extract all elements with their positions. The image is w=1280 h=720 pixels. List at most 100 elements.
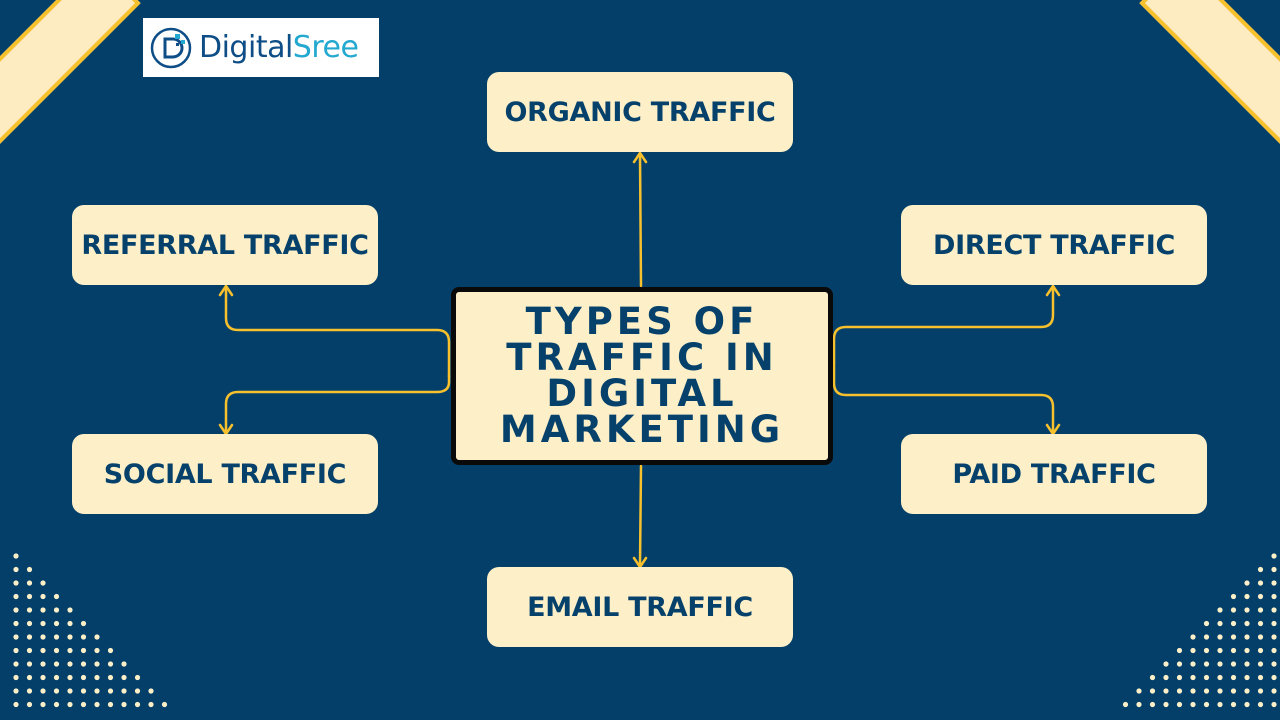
decorative-dot	[80, 620, 87, 627]
decorative-dot	[1217, 701, 1223, 708]
decorative-dot	[1230, 661, 1237, 667]
decorative-dot	[107, 701, 114, 708]
decorative-dot	[1271, 580, 1277, 586]
decorative-dot	[26, 620, 33, 627]
decorative-dot	[1244, 688, 1250, 694]
decorative-dot	[1230, 634, 1237, 640]
decorative-dot	[53, 593, 60, 600]
connector-referral	[224, 286, 451, 378]
decorative-dot	[1271, 688, 1277, 694]
decorative-dot	[53, 620, 60, 627]
decorative-dot	[1244, 647, 1250, 654]
decorative-dot	[26, 634, 33, 640]
decorative-dot	[107, 674, 114, 681]
decorative-dot	[53, 647, 60, 654]
decorative-dot	[80, 661, 87, 667]
decorative-dot	[1203, 647, 1210, 654]
decorative-dot	[1149, 701, 1156, 708]
decorative-dot	[67, 688, 73, 694]
node-paid-traffic: PAID TRAFFIC	[901, 434, 1207, 514]
decorative-dot	[13, 580, 19, 586]
decorative-dot	[1257, 580, 1264, 586]
decorative-dot	[1163, 688, 1169, 694]
decorative-dot	[26, 647, 33, 654]
decorative-dot	[1257, 647, 1264, 654]
decorative-dot	[1271, 647, 1277, 654]
decorative-dot	[94, 647, 100, 654]
decorative-dot	[134, 674, 141, 681]
decorative-dot	[1217, 647, 1223, 654]
decorative-dot	[148, 688, 154, 694]
decorative-dot	[1217, 674, 1223, 681]
decorative-dot	[13, 634, 19, 640]
decorative-dot	[53, 634, 60, 640]
decorative-dot	[1149, 688, 1156, 694]
node-organic-traffic: ORGANIC TRAFFIC	[487, 72, 793, 152]
decorative-dot	[40, 634, 46, 640]
decorative-dot	[1271, 553, 1277, 559]
decorative-dot	[13, 566, 19, 573]
decorative-dot	[1257, 688, 1264, 694]
decorative-dot	[13, 607, 19, 613]
decorative-dot	[53, 674, 60, 681]
decorative-dot	[40, 674, 46, 681]
decorative-dot	[1190, 701, 1196, 708]
decorative-dot	[1176, 661, 1183, 667]
decorative-dot	[13, 593, 19, 600]
decorative-dot	[134, 701, 141, 708]
connector-organic	[638, 153, 643, 288]
decorative-dot	[1271, 674, 1277, 681]
decorative-dot	[1163, 674, 1169, 681]
decorative-dot	[94, 634, 100, 640]
decorative-dot	[107, 661, 114, 667]
decorative-dot	[1230, 674, 1237, 681]
decorative-dot	[80, 674, 87, 681]
decorative-dot	[1176, 674, 1183, 681]
decorative-dot	[1244, 580, 1250, 586]
decorative-dot	[1271, 620, 1277, 627]
decorative-dot	[1203, 661, 1210, 667]
logo-text-accent: Sree	[292, 30, 359, 65]
decorative-dot	[13, 620, 19, 627]
node-referral-traffic: REFERRAL TRAFFIC	[72, 205, 378, 285]
decorative-dot	[53, 701, 60, 708]
logo-text-primary: Digital	[199, 30, 293, 65]
decorative-dot	[1271, 607, 1277, 613]
connector-direct	[816, 286, 1055, 364]
decorative-dot	[26, 593, 33, 600]
decorative-dot	[26, 566, 33, 573]
connector-social	[224, 374, 451, 434]
decorative-dot	[107, 688, 114, 694]
decorative-dot	[1271, 593, 1277, 600]
brand-logo: DigitalSree	[143, 18, 379, 77]
decorative-dot	[1230, 647, 1237, 654]
decorative-dot	[1163, 701, 1169, 708]
decorative-dot	[1257, 661, 1264, 667]
decorative-dot	[121, 688, 127, 694]
decorative-dot	[80, 647, 87, 654]
decorative-dot	[1190, 634, 1196, 640]
decorative-dot	[1244, 674, 1250, 681]
decorative-dot-pattern-left	[13, 553, 168, 708]
decorative-dot	[13, 553, 19, 559]
decorative-dot	[53, 688, 60, 694]
decorative-dot	[1217, 661, 1223, 667]
decorative-dot	[1163, 661, 1169, 667]
decorative-dot	[1217, 620, 1223, 627]
logo-mark-icon	[150, 27, 192, 68]
decorative-dot	[121, 674, 127, 681]
decorative-dot	[1244, 593, 1250, 600]
decorative-dot	[1203, 701, 1210, 708]
decorative-dot	[1217, 634, 1223, 640]
decorative-dot	[1136, 688, 1142, 694]
decorative-dot	[67, 647, 73, 654]
decorative-dot	[1203, 620, 1210, 627]
decorative-dot	[26, 674, 33, 681]
decorative-dot	[1271, 701, 1277, 708]
decorative-dot	[40, 620, 46, 627]
decorative-dot	[121, 661, 127, 667]
decorative-dot	[40, 580, 46, 586]
decorative-dot	[1122, 701, 1129, 708]
decorative-dot	[80, 634, 87, 640]
